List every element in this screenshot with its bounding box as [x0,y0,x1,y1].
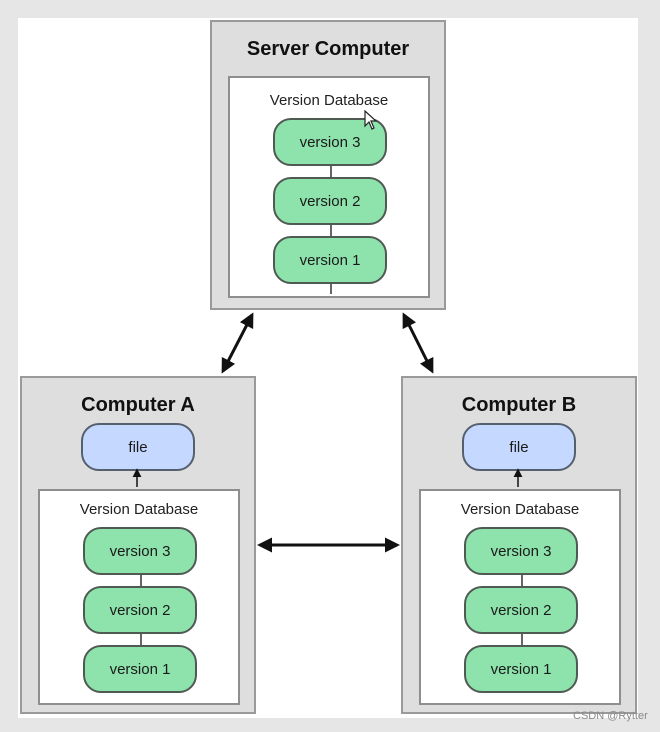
computer-b-title: Computer B [461,394,577,416]
computer-a-version-3: version 3 [83,527,197,575]
watermark: CSDN @Rytter [573,710,648,722]
computer-b-file: file [462,423,576,471]
computer-a-file: file [81,423,195,471]
computer-a: Computer A file Version Database version… [20,376,256,714]
server-version-3: version 3 [273,118,387,166]
computer-a-version-1: version 1 [83,645,197,693]
computer-b-db-label: Version Database [460,501,580,518]
mouse-cursor-icon [364,110,378,130]
arrow-server-computer-b [402,312,434,374]
computer-a-version-database: Version Database version 3 version 2 ver… [38,489,240,705]
computer-b-version-1: version 1 [464,645,578,693]
arrow-server-computer-a [221,312,254,374]
server-computer: Server Computer Version Database version… [210,20,446,310]
server-version-connector [330,162,332,294]
computer-b: Computer B file Version Database version… [401,376,637,714]
computer-a-db-label: Version Database [79,501,199,518]
computer-b-version-2: version 2 [464,586,578,634]
server-version-1: version 1 [273,236,387,284]
server-computer-title: Server Computer [246,38,410,60]
server-version-2: version 2 [273,177,387,225]
server-version-database: Version Database version 3 version 2 ver… [228,76,430,298]
computer-a-version-2: version 2 [83,586,197,634]
computer-b-version-database: Version Database version 3 version 2 ver… [419,489,621,705]
computer-a-title: Computer A [81,394,195,416]
computer-b-version-3: version 3 [464,527,578,575]
server-db-label: Version Database [269,92,389,109]
